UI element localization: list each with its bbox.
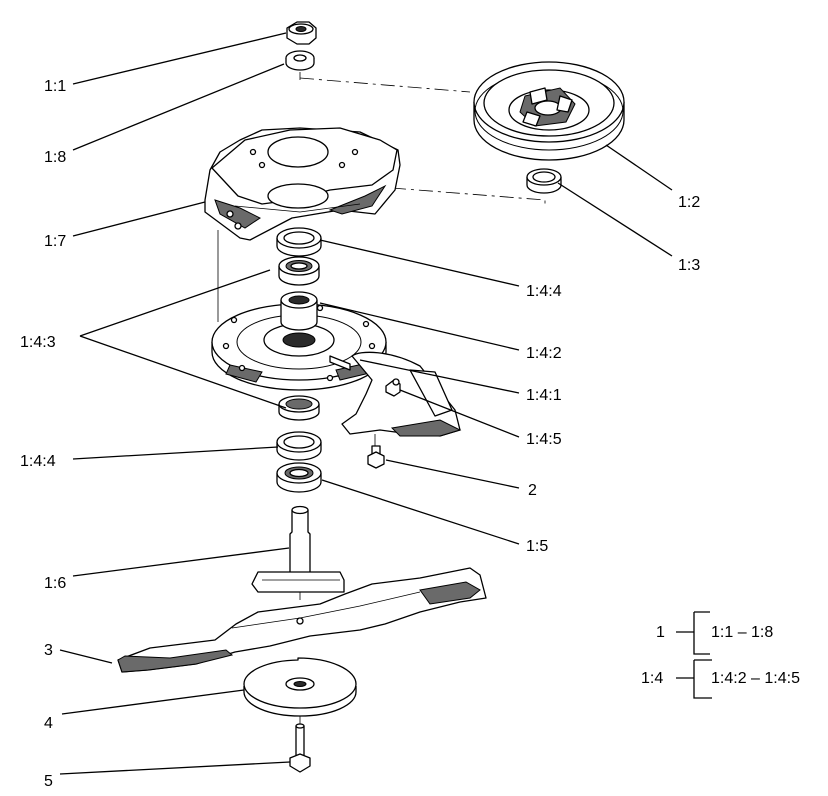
grease-fitting-part-1-4-5	[385, 378, 401, 397]
legend-range-1-4: 1:4:2 – 1:4:5	[711, 670, 800, 687]
spindle-housing-part-1-4-1	[211, 291, 462, 437]
bearing-part-1-5	[276, 462, 322, 493]
seal-part-1-4-4-top	[276, 227, 322, 257]
bearing-part-1-4-3-top	[278, 256, 320, 286]
bearing-part-1-4-3-bottom	[278, 395, 320, 421]
housing-part-1-7	[204, 127, 401, 241]
legend-range-1: 1:1 – 1:8	[711, 624, 773, 641]
nut-part-1-1	[286, 21, 317, 45]
spindle-shaft-part-1-6	[251, 505, 345, 593]
washer-part-1-8	[285, 50, 315, 71]
callout-label: 1:4:5	[526, 431, 562, 448]
pulley-part-1-2	[473, 61, 625, 161]
callout-label: 1:4:2	[526, 345, 562, 362]
seal-part-1-4-4-bottom	[276, 431, 322, 461]
callout-label: 1:7	[44, 233, 66, 250]
callout-label: 1:3	[678, 257, 700, 274]
callout-label: 1:6	[44, 575, 66, 592]
legend-parent-1: 1	[656, 624, 665, 641]
assembly-legend: 1 1:1 – 1:8 1:4 1:4:2 – 1:4:5	[641, 611, 800, 699]
callout-label: 5	[44, 773, 53, 790]
callout-label: 1:4:3	[20, 334, 56, 351]
callout-label: 1:2	[678, 194, 700, 211]
callout-label: 3	[44, 642, 53, 659]
callout-label: 1:4:1	[526, 387, 562, 404]
callout-label: 2	[528, 482, 537, 499]
legend-parent-1-4: 1:4	[641, 670, 663, 687]
callout-label: 1:5	[526, 538, 548, 555]
leader-lines	[59, 32, 673, 775]
callout-label: 1:8	[44, 149, 66, 166]
bushing-part-1-3	[526, 168, 562, 194]
callout-label: 1:4:4	[526, 283, 562, 300]
callout-label: 1:4:4	[20, 453, 56, 470]
bolt-part-5	[289, 723, 311, 773]
bolt-part-2	[367, 445, 385, 469]
callout-label: 4	[44, 715, 53, 732]
blade-plate-part-4	[243, 657, 357, 717]
blade-part-3	[117, 567, 487, 673]
callout-label: 1:1	[44, 78, 66, 95]
